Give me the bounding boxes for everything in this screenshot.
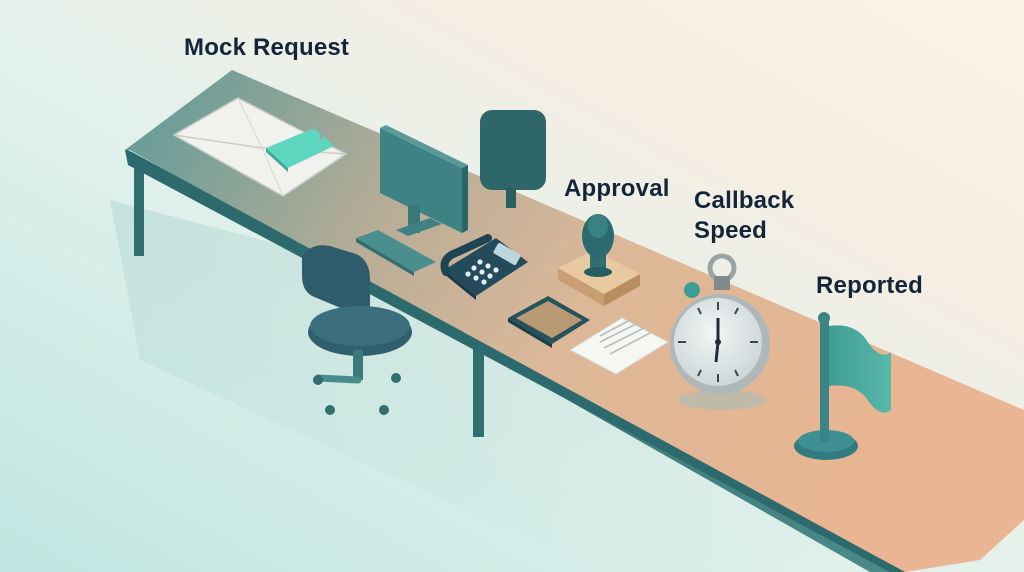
office-chair-back-icon: [480, 110, 546, 208]
stage-label-callback-speed-line-1: Callback: [694, 187, 795, 214]
desk-phone-icon: [440, 234, 528, 300]
stage-label-approval: Approval: [564, 175, 670, 202]
stage-label-reported: Reported: [816, 272, 923, 299]
office-chair-icon: [302, 245, 412, 415]
stage-label-callback-speed: Callback Speed: [694, 186, 794, 246]
keyboard-icon: [356, 230, 436, 272]
desk-leg: [473, 349, 484, 437]
envelope-icon: [172, 97, 348, 197]
monitor-icon: [380, 125, 468, 236]
flag-icon: [794, 312, 891, 460]
stopwatch-icon: [670, 253, 770, 410]
tag-icon: [266, 128, 334, 168]
stage-label-mock-request: Mock Request: [184, 34, 350, 61]
ink-pad-icon: [508, 296, 590, 348]
paperclip-icon: [311, 123, 326, 141]
desk-leg: [134, 168, 144, 256]
document-icon: [568, 317, 670, 375]
stage-label-callback-speed-line-2: Speed: [694, 217, 768, 244]
rubber-stamp-icon: [558, 214, 640, 306]
